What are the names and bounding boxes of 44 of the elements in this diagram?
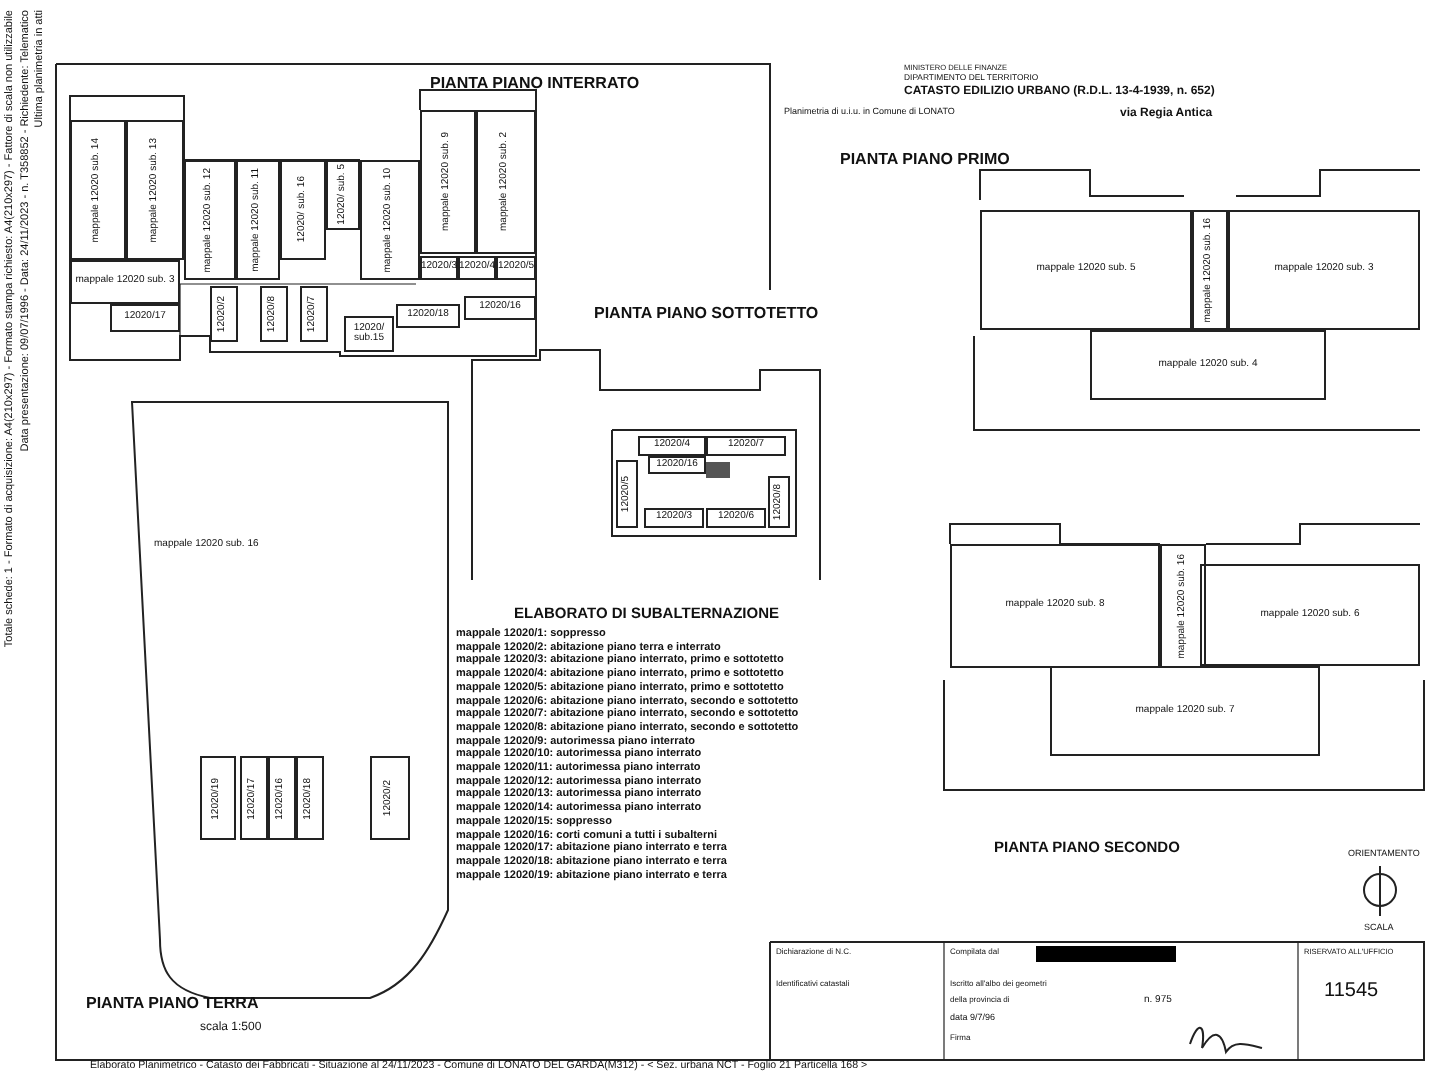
room-box (464, 296, 536, 320)
room-box (260, 286, 288, 342)
room-box (268, 756, 296, 840)
room-box (296, 756, 324, 840)
room-box (126, 120, 184, 260)
room-box (370, 756, 410, 840)
text-label: PIANTA PIANO SOTTOTETTO (594, 306, 819, 324)
handwritten-number: 11545 (1324, 980, 1379, 1002)
room-box (70, 260, 180, 304)
room-box (980, 210, 1192, 330)
room-box (496, 256, 536, 280)
room-box (768, 476, 790, 528)
room-box (1050, 666, 1320, 756)
room-box (200, 756, 236, 840)
yard-area (130, 400, 450, 1000)
room-box (1160, 544, 1206, 668)
text-label: PIANTA PIANO TERRA (86, 996, 259, 1014)
room-box (648, 456, 706, 474)
room-box (360, 160, 420, 280)
room-box (644, 508, 704, 528)
room-box (706, 436, 786, 456)
room-box (240, 756, 268, 840)
room-box (326, 160, 360, 230)
room-box (476, 110, 536, 254)
room-box (1228, 210, 1420, 330)
room-box (236, 160, 280, 280)
room-box (1200, 564, 1420, 666)
room-box (396, 304, 460, 328)
room-box (344, 316, 394, 352)
room-box (420, 110, 476, 254)
room-box (1192, 210, 1228, 330)
text-label: PIANTA PIANO INTERRATO (430, 76, 640, 94)
room-box (300, 286, 328, 342)
room-box (950, 544, 1160, 668)
room-box (706, 508, 766, 528)
room-box (638, 436, 706, 456)
room-box (70, 120, 126, 260)
room-box (1090, 330, 1326, 400)
room-box (616, 460, 638, 528)
room-box (110, 304, 180, 332)
text-label: PIANTA PIANO PRIMO (840, 152, 1010, 170)
room-box (184, 160, 236, 280)
room-box (280, 160, 326, 260)
room-box (210, 286, 238, 342)
